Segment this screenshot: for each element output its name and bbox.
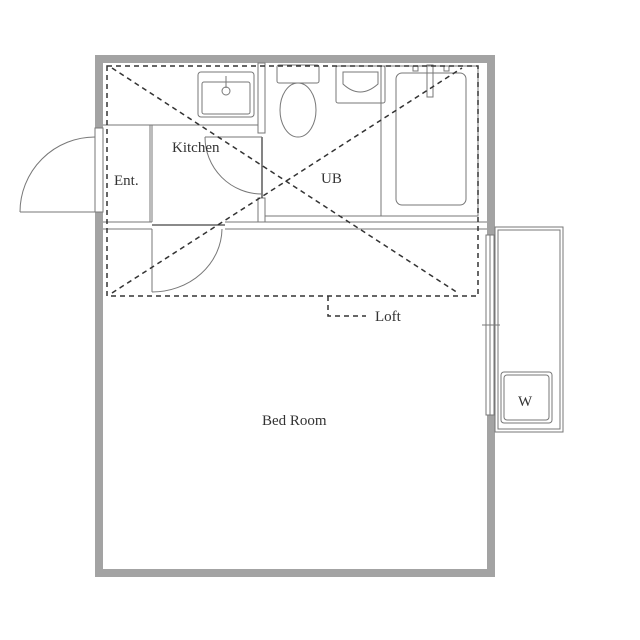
bedroom-label: Bed Room xyxy=(262,413,327,429)
loft-label: Loft xyxy=(375,309,402,325)
washer-space xyxy=(500,371,553,424)
bedroom-window xyxy=(482,234,500,416)
kitchen-label: Kitchen xyxy=(172,140,220,156)
entrance-door xyxy=(19,127,104,213)
toilet xyxy=(276,64,320,138)
loft-outline xyxy=(106,65,479,317)
washer-label: W xyxy=(518,394,533,410)
balcony xyxy=(494,226,564,433)
kitchen-door xyxy=(204,136,263,195)
bathroom-label: UB xyxy=(321,171,342,187)
kitchen-sink xyxy=(197,71,255,118)
outer-walls xyxy=(95,55,495,577)
entrance-label: Ent. xyxy=(114,173,139,189)
interior-walls xyxy=(103,62,487,230)
washbasin xyxy=(335,65,386,104)
bathtub xyxy=(380,64,479,217)
bedroom-door xyxy=(151,228,223,293)
